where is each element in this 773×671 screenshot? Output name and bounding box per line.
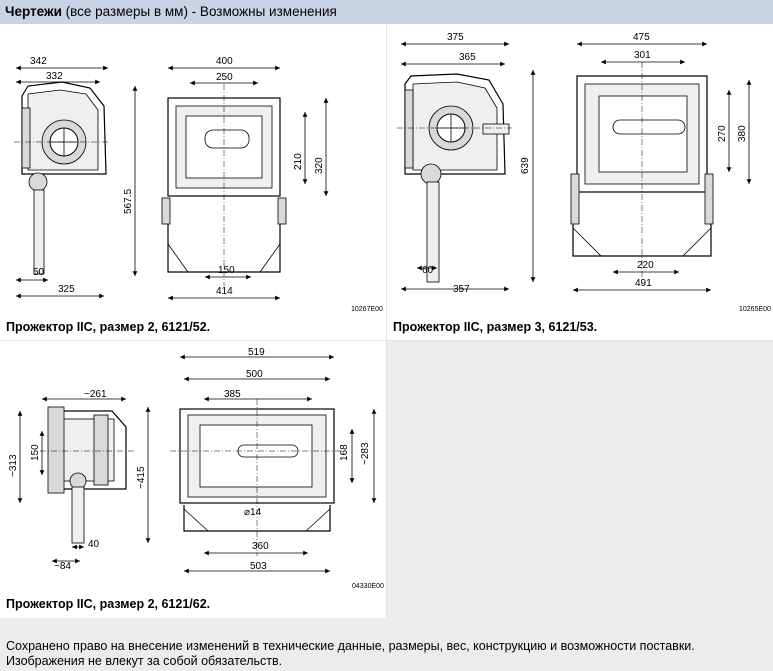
dim-label: 503 (250, 561, 267, 572)
side-view-2 (397, 73, 512, 283)
dim-label: 50 (33, 267, 45, 278)
dim-label: 325 (58, 284, 75, 295)
dim-label: ~313 (8, 454, 19, 477)
dim-label: 220 (637, 260, 654, 271)
dim-label: ~261 (84, 389, 107, 400)
dim-label: 414 (216, 286, 233, 297)
dimensions-2: 375 365 639 60 357 475 301 270 380 220 4… (401, 32, 752, 295)
dim-label: 500 (246, 369, 263, 380)
dim-label: 250 (216, 72, 233, 83)
drawing-code: 04330E00 (352, 583, 384, 590)
dim-label: 210 (293, 153, 304, 170)
drawing-caption: Прожектор IIC, размер 2, 6121/52. (6, 320, 211, 334)
disclaimer-line-2: Изображения не влекут за собой обязатель… (6, 654, 283, 668)
header-title-rest: (все размеры в мм) - Возможны изменения (61, 4, 337, 19)
dim-label: ~84 (54, 561, 71, 572)
dim-label: 40 (88, 539, 100, 550)
dim-label: ⌀14 (244, 507, 262, 518)
dim-label: 365 (459, 52, 476, 63)
technical-drawing-2: 375 365 639 60 357 475 301 270 380 220 4… (397, 32, 752, 295)
front-view-1 (161, 84, 287, 286)
dim-label: 360 (252, 541, 269, 552)
technical-drawing-3: ~261 ~313 150 ~415 40 ~84 519 500 385 16… (8, 347, 377, 574)
dim-label: 168 (339, 444, 350, 461)
drawing-panel-3: ~261 ~313 150 ~415 40 ~84 519 500 385 16… (0, 341, 386, 618)
dim-label: 270 (717, 125, 728, 142)
front-view-3 (170, 399, 342, 556)
dim-label: 491 (635, 278, 652, 289)
dim-label: 342 (30, 56, 47, 67)
dim-label: 375 (447, 32, 464, 43)
side-view-3 (40, 406, 135, 544)
dimensions-3: ~261 ~313 150 ~415 40 ~84 519 500 385 16… (8, 347, 377, 574)
dimensions-1: 342 332 567.5 50 325 400 250 210 320 150… (16, 56, 329, 301)
dim-label: 639 (520, 157, 531, 174)
drawing-panel-1: 342 332 567.5 50 325 400 250 210 320 150… (0, 24, 386, 340)
dim-label: 332 (46, 71, 63, 82)
dim-label: 400 (216, 56, 233, 67)
dim-label: 519 (248, 347, 265, 358)
row-separator (0, 340, 773, 341)
panel-separator (386, 341, 387, 618)
drawing-code: 10267E00 (351, 306, 383, 313)
dim-label: ~415 (136, 466, 147, 489)
panel-separator (386, 24, 387, 340)
drawing-caption: Прожектор IIC, размер 2, 6121/62. (6, 597, 211, 611)
dim-label: ~283 (360, 442, 371, 465)
dim-label: 385 (224, 389, 241, 400)
drawing-caption: Прожектор IIC, размер 3, 6121/53. (393, 320, 598, 334)
drawing-panel-2: 375 365 639 60 357 475 301 270 380 220 4… (387, 24, 773, 340)
technical-drawing-1: 342 332 567.5 50 325 400 250 210 320 150… (14, 56, 329, 301)
front-view-2 (570, 62, 714, 284)
dim-label: 301 (634, 50, 651, 61)
drawing-code: 10265E00 (739, 306, 771, 313)
page-header: Чертежи (все размеры в мм) - Возможны из… (0, 0, 773, 24)
dim-label: 60 (422, 265, 434, 276)
dim-label: 320 (314, 157, 325, 174)
header-title-bold: Чертежи (5, 4, 62, 19)
side-view-1 (14, 81, 110, 275)
disclaimer-line-1: Сохранено право на внесение изменений в … (6, 639, 695, 653)
dim-label: 380 (737, 125, 748, 142)
dim-label: 150 (218, 265, 235, 276)
dim-label: 357 (453, 284, 470, 295)
disclaimer-footer: Сохранено право на внесение изменений в … (0, 618, 773, 671)
dim-label: 567.5 (123, 189, 134, 214)
dim-label: 475 (633, 32, 650, 43)
dim-label: 150 (30, 444, 41, 461)
empty-panel (387, 341, 773, 618)
